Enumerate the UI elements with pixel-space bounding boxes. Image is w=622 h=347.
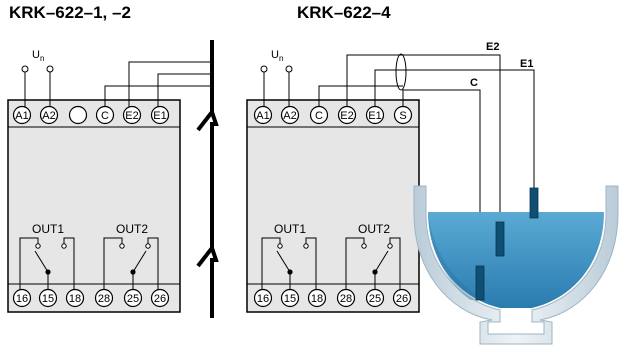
right-out2-label: OUT2	[358, 222, 390, 236]
svg-text:26: 26	[154, 293, 166, 305]
svg-text:A2: A2	[283, 110, 296, 122]
right-device: Un A1 A2 C E2 E1 S OUT1 OUT2	[246, 49, 535, 313]
terminal-28: 28	[336, 288, 356, 308]
right-probe-wires	[318, 53, 535, 272]
terminal-a1: A1	[253, 105, 273, 125]
right-supply-terminals: Un	[260, 49, 293, 108]
svg-text:16: 16	[257, 293, 269, 305]
tank-water	[428, 212, 604, 308]
probe-label-c: C	[470, 77, 478, 89]
svg-text:S: S	[399, 110, 406, 122]
terminal-a2: A2	[39, 105, 59, 125]
terminal-16: 16	[12, 288, 32, 308]
svg-text:C: C	[315, 110, 323, 122]
terminal-e1: E1	[150, 105, 170, 125]
svg-text:E1: E1	[153, 110, 166, 122]
right-supply-label: Un	[271, 49, 283, 63]
left-bottom-terminals: 16 15 18 28 25 26	[12, 288, 170, 308]
terminal-28: 28	[94, 288, 114, 308]
svg-text:A1: A1	[15, 110, 28, 122]
probe-e1	[529, 187, 539, 219]
liquid-tank	[413, 185, 619, 345]
terminal-26: 26	[150, 288, 170, 308]
terminal-e1: E1	[365, 105, 385, 125]
svg-text:E2: E2	[340, 110, 353, 122]
right-out1-label: OUT1	[274, 222, 306, 236]
svg-text:25: 25	[369, 293, 381, 305]
svg-text:E2: E2	[125, 110, 138, 122]
title-krk-622-1-2: KRK–622–1, –2	[9, 3, 131, 22]
terminal-25: 25	[365, 288, 385, 308]
svg-text:18: 18	[69, 293, 81, 305]
left-relay-contacts: OUT1 OUT2	[19, 222, 159, 292]
terminal-18: 18	[307, 288, 327, 308]
terminal-15: 15	[38, 288, 58, 308]
terminal-25: 25	[123, 288, 143, 308]
svg-text:18: 18	[311, 293, 323, 305]
probe-label-e2: E2	[486, 41, 499, 53]
terminal-c: C	[95, 105, 115, 125]
terminal-15: 15	[280, 288, 300, 308]
svg-text:C: C	[101, 110, 109, 122]
terminal-c: C	[309, 105, 329, 125]
svg-text:28: 28	[98, 293, 110, 305]
svg-text:A1: A1	[256, 110, 269, 122]
svg-text:28: 28	[340, 293, 352, 305]
svg-text:26: 26	[396, 293, 408, 305]
left-supply-terminals: Un	[21, 49, 54, 108]
left-top-terminals: A1 A2 C E2 E1	[12, 105, 170, 125]
terminal-a2: A2	[280, 105, 300, 125]
right-relay-contacts: OUT1 OUT2	[261, 222, 401, 292]
svg-text:A2: A2	[42, 110, 55, 122]
title-krk-622-4: KRK–622–4	[297, 3, 391, 22]
probe-c	[475, 265, 485, 301]
left-device: Un A1 A2 C E2 E1 OUT1 OUT2	[7, 49, 210, 313]
svg-text:25: 25	[127, 293, 139, 305]
probe-e2	[495, 221, 505, 257]
svg-text:16: 16	[16, 293, 28, 305]
terminal-26: 26	[392, 288, 412, 308]
terminal-e2: E2	[122, 105, 142, 125]
terminal-e2: E2	[337, 105, 357, 125]
left-probe-wires	[104, 61, 210, 108]
left-supply-label: Un	[32, 49, 44, 63]
break-line	[196, 40, 219, 318]
svg-text:15: 15	[42, 293, 54, 305]
tank-water-shade	[428, 212, 486, 300]
left-device-housing	[7, 99, 181, 313]
right-top-terminals: A1 A2 C E2 E1 S	[253, 105, 413, 125]
probe-label-e1: E1	[520, 58, 533, 70]
tank-wall	[413, 185, 619, 345]
terminal-empty	[68, 105, 88, 125]
terminal-a1: A1	[12, 105, 32, 125]
terminal-16: 16	[253, 288, 273, 308]
left-out1-label: OUT1	[32, 222, 64, 236]
svg-text:E1: E1	[368, 110, 381, 122]
right-device-housing	[246, 99, 420, 313]
left-out2-label: OUT2	[116, 222, 148, 236]
svg-text:15: 15	[284, 293, 296, 305]
terminal-s: S	[393, 105, 413, 125]
terminal-18: 18	[65, 288, 85, 308]
right-bottom-terminals: 16 15 18 28 25 26	[253, 288, 412, 308]
